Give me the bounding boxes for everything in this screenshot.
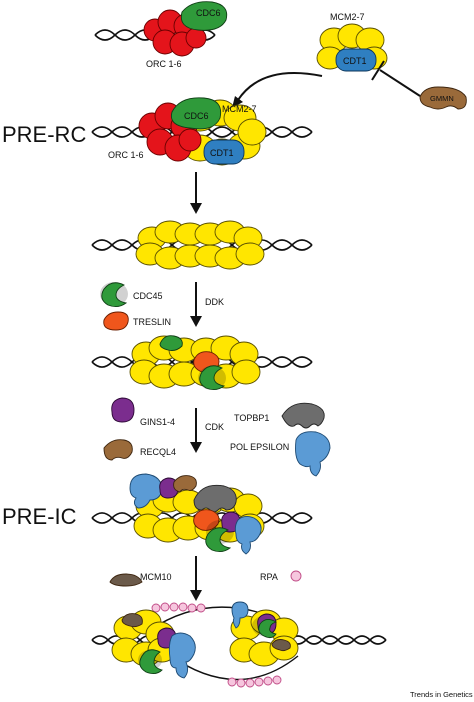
right-cmg-helicase	[229, 601, 299, 667]
pol-epsilon-protein	[129, 473, 163, 509]
arrow-down-icon	[190, 556, 202, 601]
cdc45-icon	[101, 282, 128, 308]
publisher-credit: Trends in Genetics	[410, 690, 473, 699]
cdc45-label: CDC45	[133, 291, 163, 301]
mcm-label: MCM2-7	[222, 104, 257, 114]
rpa-icon	[290, 570, 302, 582]
pol-epsilon-icon	[295, 431, 331, 477]
cdt1-label: CDT1	[343, 56, 367, 66]
cdc6-label: CDC6	[196, 8, 221, 18]
treslin-icon	[103, 311, 129, 331]
cdc6-label: CDC6	[184, 111, 209, 121]
stage-pre-ic: PRE-IC	[2, 473, 313, 601]
topbp1-icon	[281, 402, 325, 429]
ddk-label: DDK	[205, 297, 224, 307]
cdc6-protein	[170, 97, 222, 130]
orc-label: ORC 1-6	[146, 59, 182, 69]
pre-rc-title: PRE-RC	[2, 122, 86, 147]
stage-pre-rc: PRE-RC CDC6 MCM2-7	[2, 97, 313, 214]
stage-orc-binding: CDC6 ORC 1-6 MCM2-7 CDT1 GMMN	[94, 1, 467, 110]
stage-cmg-precursor	[91, 335, 313, 391]
rpa-cluster	[151, 602, 282, 688]
rpa-label: RPA	[260, 572, 278, 582]
cdc45-protein	[159, 335, 183, 351]
cdt1-protein	[335, 48, 377, 72]
pre-ic-title: PRE-IC	[2, 504, 77, 529]
mcm10-protein	[109, 573, 143, 587]
pol-epsilon-label: POL EPSILON	[230, 442, 289, 452]
mcm-complex	[316, 23, 388, 70]
topbp1-label: TOPBP1	[234, 413, 269, 423]
gins-icon	[111, 397, 135, 423]
cdt1-label: CDT1	[210, 148, 234, 158]
inhibition-bar-icon	[371, 60, 421, 97]
recql4-protein	[173, 475, 197, 493]
treslin-label: TRESLIN	[133, 317, 171, 327]
pol-epsilon-protein	[234, 515, 262, 555]
recql4-label: RECQL4	[140, 447, 176, 457]
arrow-down-icon	[190, 172, 202, 214]
stage-mcm-double-hexamer	[91, 220, 313, 270]
orc-complex	[143, 9, 207, 57]
arrow-down-icon	[190, 282, 202, 327]
stage-replication-bubble	[91, 601, 387, 688]
mcm10-label: MCM10	[140, 572, 172, 582]
arrow-down-icon	[190, 408, 202, 453]
step-ddk: CDC45 TRESLIN DDK	[100, 282, 224, 331]
loading-arrow-icon	[232, 72, 323, 108]
mcm-double-hexamer	[135, 220, 265, 270]
left-cmg-helicase	[111, 609, 196, 679]
topbp1-protein	[193, 484, 237, 513]
recql4-icon	[103, 439, 133, 461]
gmmn-protein	[419, 86, 467, 110]
step-cdk: GINS1-4 RECQL4 CDK TOPBP1 POL EPSILON	[103, 397, 331, 477]
cdk-label: CDK	[205, 422, 224, 432]
cdc45-protein	[205, 527, 232, 553]
treslin-protein	[193, 509, 220, 531]
mcm-label: MCM2-7	[330, 12, 365, 22]
cdt1-protein	[203, 139, 245, 165]
gins-label: GINS1-4	[140, 417, 175, 427]
cdc45-protein	[199, 365, 226, 391]
orc-label: ORC 1-6	[108, 150, 144, 160]
gmmn-label: GMMN	[430, 94, 454, 103]
cdc6-protein	[180, 1, 228, 31]
